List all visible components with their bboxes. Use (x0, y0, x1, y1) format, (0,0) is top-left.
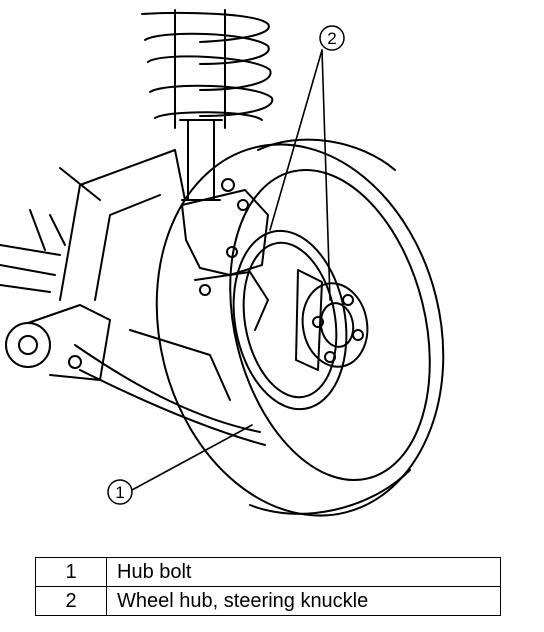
coil-spring (141, 9, 274, 129)
legend-label: Hub bolt (106, 557, 501, 587)
callout-2-number: 2 (327, 29, 336, 48)
callout-1: 1 (107, 479, 133, 505)
legend-row: 2 Wheel hub, steering knuckle (35, 586, 501, 616)
legend-number: 2 (35, 586, 107, 616)
legend-table: 1 Hub bolt 2 Wheel hub, steering knuckle (35, 557, 501, 616)
subframe (0, 167, 101, 293)
steering-knuckle (181, 178, 269, 331)
callout-1-number: 1 (115, 483, 124, 502)
tyre (155, 138, 445, 517)
callout-2: 2 (319, 25, 345, 51)
wheel-hub (295, 269, 369, 371)
bushing (5, 304, 111, 381)
brake-disc (232, 229, 348, 411)
suspension-illustration: 2 1 (0, 9, 445, 517)
callout-leaders (131, 49, 331, 491)
lower-control-arm (59, 149, 266, 446)
legend-label: Wheel hub, steering knuckle (106, 586, 501, 616)
legend-number: 1 (35, 557, 107, 587)
legend-row: 1 Hub bolt (35, 557, 501, 587)
strut (179, 119, 223, 201)
